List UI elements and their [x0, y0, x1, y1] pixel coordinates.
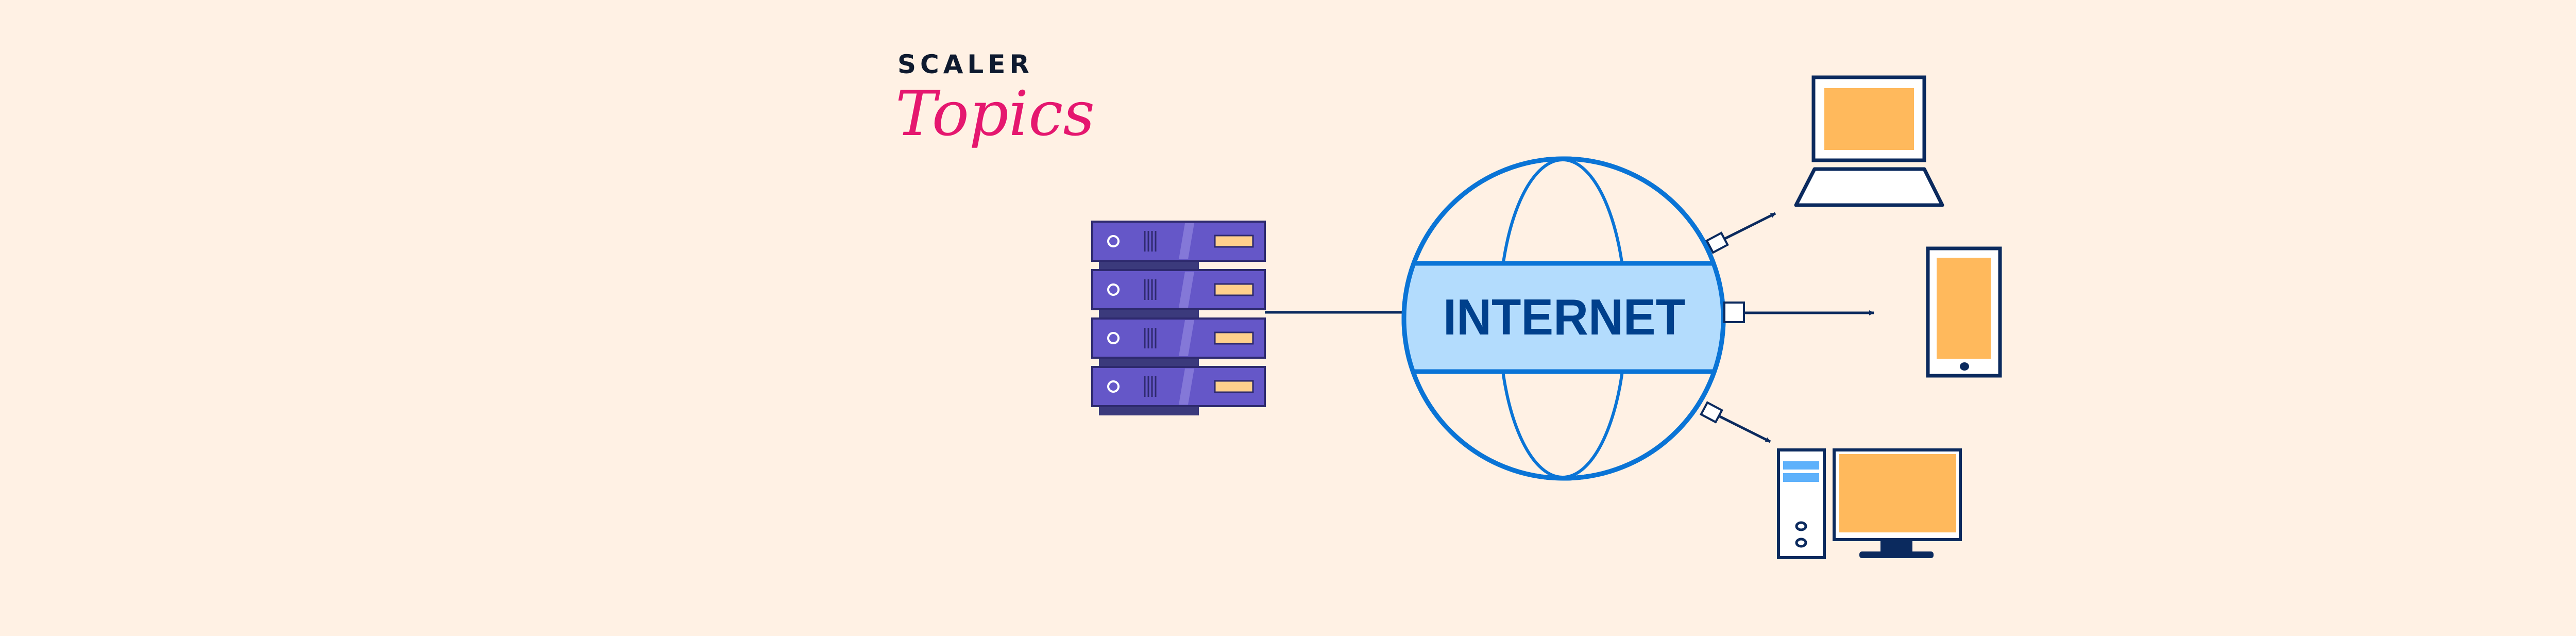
laptop-icon — [1794, 75, 1944, 207]
tablet-icon — [1926, 246, 2002, 378]
server-rack-icon — [1091, 221, 1266, 416]
scaler-topics-logo: SCALER Topics — [895, 49, 1095, 150]
connector-desktop — [1700, 401, 1771, 443]
logo-scaler-text: SCALER — [897, 49, 1033, 79]
connector-tablet — [1723, 302, 1874, 323]
desktop-computer-icon — [1777, 448, 1962, 559]
globe-icon: INTERNET — [1401, 156, 1726, 481]
internet-label: INTERNET — [1443, 289, 1685, 345]
logo-topics-text: Topics — [895, 78, 1095, 150]
connector-laptop — [1705, 212, 1776, 254]
